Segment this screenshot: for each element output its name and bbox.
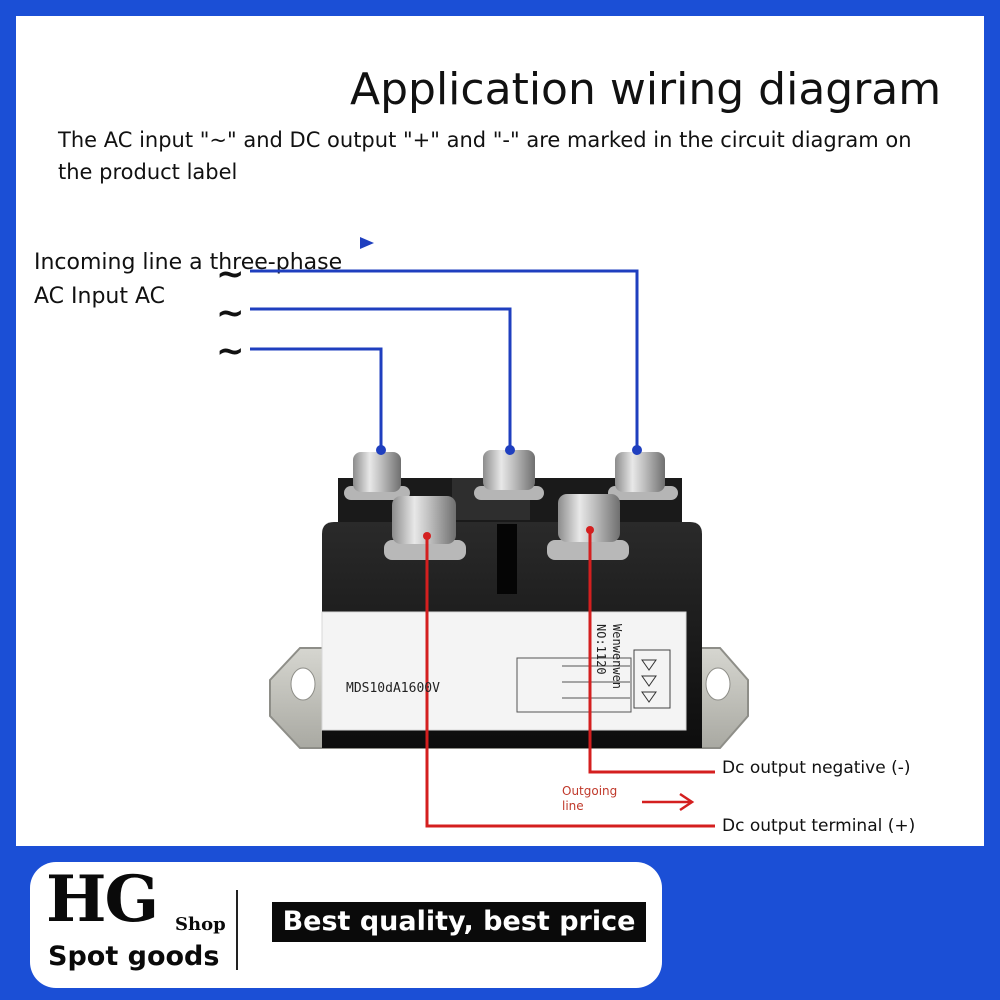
- product-label: [321, 611, 687, 731]
- outgoing-line-label: Outgoing line: [562, 784, 617, 814]
- dc-wire-negative: [588, 530, 715, 774]
- module-body-slot: [497, 524, 517, 594]
- ac-terminal-middle: [474, 450, 544, 500]
- ac-wire-end-dot: [632, 445, 642, 455]
- ac-terminal-right: [608, 452, 678, 500]
- mount-hole-left: [290, 667, 316, 701]
- dc-wire-end-dot: [586, 526, 594, 534]
- brand-logo: HG: [46, 862, 159, 937]
- ac-input-label-line2: AC Input AC: [34, 284, 166, 309]
- mount-hole-right: [705, 667, 731, 701]
- dc-negative-label: Dc output negative (-): [722, 758, 911, 778]
- banner-divider: [236, 890, 238, 970]
- ac-phase-2-symbol: ~: [216, 293, 245, 333]
- input-direction-arrow: [360, 237, 374, 249]
- module-model-text: MDS10dA1600V: [346, 681, 440, 696]
- dc-wire-end-dot: [423, 532, 431, 540]
- dc-positive-label: Dc output terminal (+): [722, 816, 916, 836]
- outgoing-arrow: [642, 792, 695, 812]
- ac-wire-end-dot: [376, 445, 386, 455]
- module-maker-text: Wenwenwen: [610, 624, 624, 690]
- diode-symbol-box: [633, 649, 671, 709]
- ac-phase-3-symbol: ~: [216, 331, 245, 371]
- outgoing-line-label-2: line: [562, 799, 584, 813]
- brand-shop-text: Shop: [175, 914, 226, 935]
- label-circuit-box: [516, 657, 632, 713]
- ac-wire-phase-2: [250, 307, 512, 450]
- module-number-text: NO:1120: [594, 624, 608, 675]
- ac-wire-end-dot: [505, 445, 515, 455]
- ac-wire-phase-1: [250, 269, 639, 450]
- diode-symbol: [641, 659, 657, 703]
- dc-terminal-positive: [384, 496, 466, 560]
- dc-wire-positive: [425, 536, 715, 828]
- spot-goods-text: Spot goods: [48, 941, 220, 972]
- slogan-badge: Best quality, best price: [272, 902, 646, 942]
- outgoing-line-label-1: Outgoing: [562, 784, 618, 798]
- dc-terminal-negative: [547, 494, 629, 560]
- description-text: The AC input "~" and DC output "+" and "…: [58, 128, 912, 184]
- ac-wire-phase-3: [250, 347, 383, 450]
- page-title: Application wiring diagram: [350, 64, 942, 115]
- ac-phase-1-symbol: ~: [216, 254, 245, 294]
- ac-terminal-left: [344, 452, 410, 500]
